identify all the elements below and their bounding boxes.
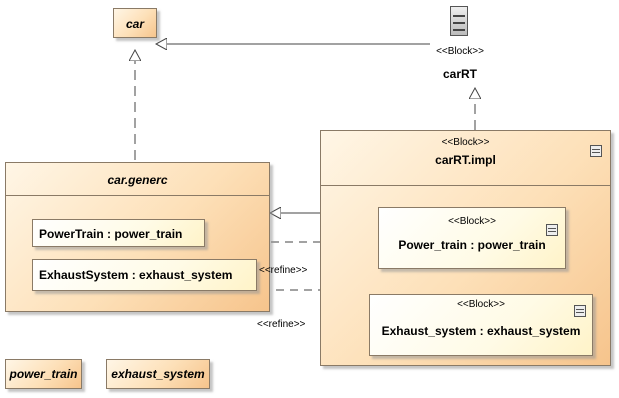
part-exhaustsystem-label: ExhaustSystem : exhaust_system [39,268,233,282]
block-icon [450,6,468,36]
part-power-train-label: Power_train : power_train [398,238,546,252]
carRT-stereotype: <<Block>> [436,46,484,57]
power-train-block[interactable]: power_train [5,359,82,389]
part-power-train-stereotype: <<Block>> [448,216,496,227]
part-power-train[interactable]: <<Block>> Power_train : power_train [378,207,566,269]
carRT-impl-name: carRT.impl [435,153,496,167]
block-icon [574,305,586,317]
carRT-impl-stereotype: <<Block>> [441,137,490,148]
car-generic-name: car.generc [107,173,168,187]
car-block[interactable]: car [113,8,157,38]
car-name: car [125,17,145,31]
part-powertrain[interactable]: PowerTrain : power_train [32,219,205,247]
exhaust-system-name: exhaust_system [111,367,205,381]
exhaust-system-block[interactable]: exhaust_system [106,359,210,389]
block-icon [590,145,602,157]
part-exhaust-system[interactable]: <<Block>> Exhaust_system : exhaust_syste… [369,294,593,356]
power-train-name: power_train [9,367,78,381]
part-powertrain-label: PowerTrain : power_train [39,227,183,241]
part-exhaust-system-stereotype: <<Block>> [457,299,505,310]
part-exhaust-system-label: Exhaust_system : exhaust_system [381,324,581,338]
carRT-name: carRT [442,67,477,81]
refine-label-1: <<refine>> [259,265,308,276]
carRT-impl-block[interactable]: <<Block>> carRT.impl <<Block>> Power_tra… [320,130,611,366]
block-icon [546,224,558,236]
car-generic-block[interactable]: car.generc PowerTrain : power_train Exha… [5,162,270,312]
part-exhaustsystem[interactable]: ExhaustSystem : exhaust_system [32,259,257,291]
carRT-block[interactable]: <<Block>> carRT [425,4,515,90]
refine-label-2: <<refine>> [257,319,306,330]
